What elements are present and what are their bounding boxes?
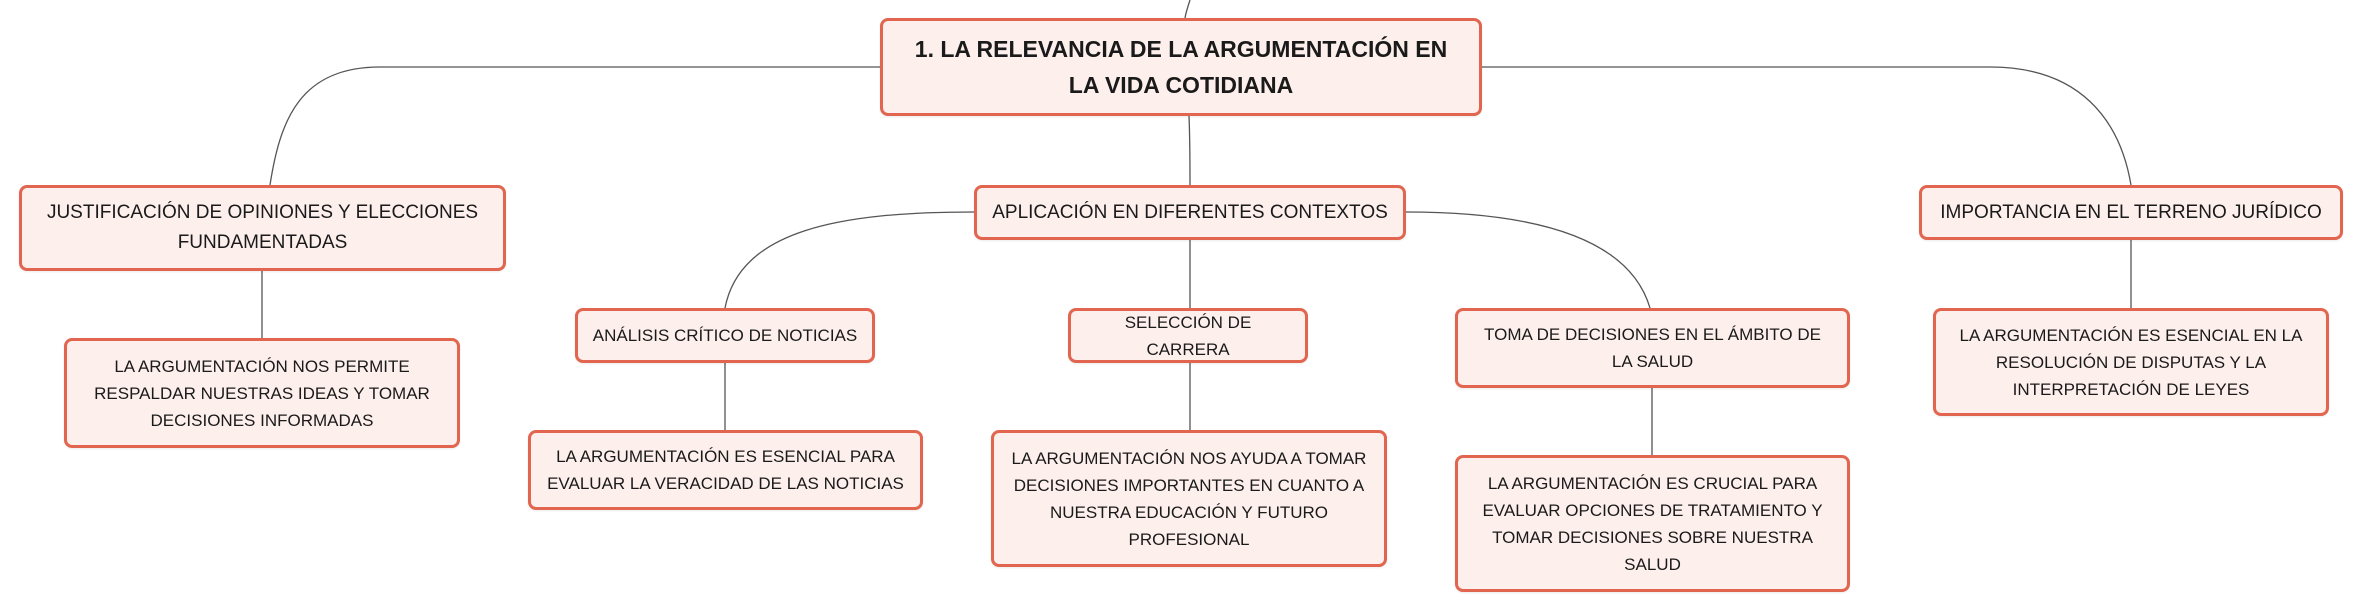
subtopic-seleccion-carrera-detail[interactable]: LA ARGUMENTACIÓN NOS AYUDA A TOMAR DECIS… bbox=[991, 430, 1387, 567]
connector-root-justificacion bbox=[269, 66, 880, 186]
subtopic-decisiones-salud-label: TOMA DE DECISIONES EN EL ÁMBITO DE LA SA… bbox=[1484, 325, 1821, 371]
connector-root-aplicacion bbox=[1188, 115, 1191, 186]
subtopic-analisis-noticias-label: ANÁLISIS CRÍTICO DE NOTICIAS bbox=[592, 326, 858, 345]
topic-aplicacion[interactable]: APLICACIÓN EN DIFERENTES CONTEXTOS bbox=[974, 185, 1406, 240]
connector-aplicacion-salud bbox=[1405, 211, 1651, 309]
topic-juridico-label: IMPORTANCIA EN EL TERRENO JURÍDICO bbox=[1940, 201, 2322, 223]
topic-justificacion-label: JUSTIFICACIÓN DE OPINIONES Y ELECCIONES … bbox=[46, 202, 479, 253]
topic-justificacion[interactable]: JUSTIFICACIÓN DE OPINIONES Y ELECCIONES … bbox=[19, 185, 506, 271]
subtopic-juridico-detail-label: LA ARGUMENTACIÓN ES ESENCIAL EN LA RESOL… bbox=[1959, 325, 2303, 399]
subtopic-juridico-detail[interactable]: LA ARGUMENTACIÓN ES ESENCIAL EN LA RESOL… bbox=[1933, 308, 2329, 416]
connector-aplicacion-noticias bbox=[724, 211, 975, 309]
subtopic-decisiones-salud[interactable]: TOMA DE DECISIONES EN EL ÁMBITO DE LA SA… bbox=[1455, 308, 1850, 388]
subtopic-analisis-noticias-detail[interactable]: LA ARGUMENTACIÓN ES ESENCIAL PARA EVALUA… bbox=[528, 430, 923, 510]
root-topic-node[interactable]: 1. LA RELEVANCIA DE LA ARGUMENTACIÓN EN … bbox=[880, 18, 1482, 116]
connector-root-juridico bbox=[1482, 66, 2132, 186]
subtopic-seleccion-carrera-label: SELECCIÓN DE CARRERA bbox=[1124, 312, 1252, 359]
subtopic-analisis-noticias[interactable]: ANÁLISIS CRÍTICO DE NOTICIAS bbox=[575, 308, 875, 363]
subtopic-justificacion-detail-label: LA ARGUMENTACIÓN NOS PERMITE RESPALDAR N… bbox=[94, 356, 430, 430]
subtopic-seleccion-carrera-detail-label: LA ARGUMENTACIÓN NOS AYUDA A TOMAR DECIS… bbox=[1011, 448, 1367, 549]
subtopic-justificacion-detail[interactable]: LA ARGUMENTACIÓN NOS PERMITE RESPALDAR N… bbox=[64, 338, 460, 448]
subtopic-decisiones-salud-detail[interactable]: LA ARGUMENTACIÓN ES CRUCIAL PARA EVALUAR… bbox=[1455, 455, 1850, 592]
topic-juridico[interactable]: IMPORTANCIA EN EL TERRENO JURÍDICO bbox=[1919, 185, 2343, 240]
subtopic-seleccion-carrera[interactable]: SELECCIÓN DE CARRERA bbox=[1068, 308, 1308, 363]
root-topic-label: 1. LA RELEVANCIA DE LA ARGUMENTACIÓN EN … bbox=[914, 36, 1448, 98]
subtopic-decisiones-salud-detail-label: LA ARGUMENTACIÓN ES CRUCIAL PARA EVALUAR… bbox=[1482, 473, 1823, 574]
subtopic-analisis-noticias-detail-label: LA ARGUMENTACIÓN ES ESENCIAL PARA EVALUA… bbox=[547, 447, 904, 493]
topic-aplicacion-label: APLICACIÓN EN DIFERENTES CONTEXTOS bbox=[992, 201, 1388, 223]
connector-parent-root bbox=[1184, 0, 1191, 19]
